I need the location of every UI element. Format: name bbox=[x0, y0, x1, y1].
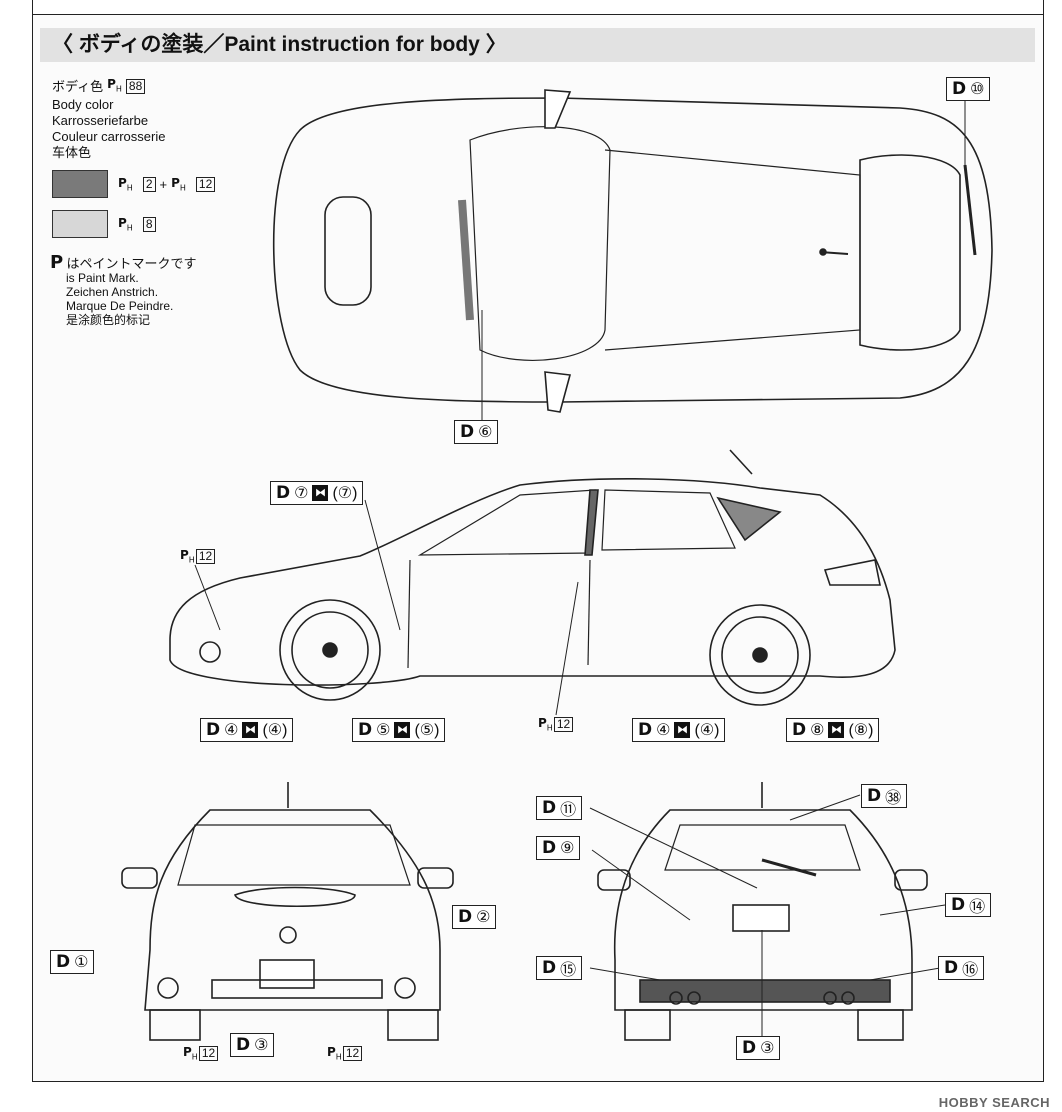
legend-line-de: Karrosseriefarbe bbox=[52, 113, 149, 129]
rear-view-drawing bbox=[589, 782, 946, 1041]
light-gray-swatch bbox=[52, 210, 108, 238]
sheet-top-border bbox=[32, 0, 1044, 14]
mirror-decal-icon: ⧓ bbox=[312, 485, 329, 501]
legend-line-en: Body color bbox=[52, 97, 114, 113]
mirror-decal-icon: ⧓ bbox=[828, 722, 845, 738]
body-color-code: 88 bbox=[125, 79, 146, 95]
mirror-decal-icon: ⧓ bbox=[394, 722, 411, 738]
paint-mark-jp: はペイントマークです bbox=[66, 256, 197, 271]
paint-mark-de: Zeichen Anstrich. bbox=[66, 285, 159, 299]
paint-mark-note: P はペイントマークです is Paint Mark. Zeichen Anst… bbox=[50, 254, 197, 328]
paint-mark-cn: 是涂颜色的标记 bbox=[66, 313, 151, 327]
side-view-drawing bbox=[169, 449, 896, 716]
watermark: HOBBY SEARCH bbox=[938, 1095, 1050, 1110]
legend-line-cn: 车体色 bbox=[52, 145, 92, 161]
front-view-drawing bbox=[121, 782, 454, 1041]
paint-mark-symbol: P bbox=[50, 252, 64, 273]
section-header: 〈 ボディの塗装／Paint instruction for body 〉 bbox=[40, 28, 1035, 62]
paint-mark-fr: Marque De Peindre. bbox=[66, 299, 174, 313]
legend-body-color-row: ボディ色 PH 88 bbox=[52, 76, 165, 97]
paint-code: 2 bbox=[142, 176, 156, 192]
paint-mark-icon: PH bbox=[118, 215, 133, 233]
section-title: 〈 ボディの塗装／Paint instruction for body 〉 bbox=[52, 33, 507, 56]
paint-mark-icon: PH bbox=[107, 77, 122, 94]
paint-mark-en: is Paint Mark. bbox=[66, 271, 139, 285]
body-color-jp: ボディ色 bbox=[52, 78, 104, 94]
mirror-decal-icon: ⧓ bbox=[242, 722, 259, 738]
legend-line-fr: Couleur carrosserie bbox=[52, 129, 166, 145]
body-color-legend: ボディ色 PH 88 Body color Karrosseriefarbe C… bbox=[52, 76, 165, 161]
mirror-decal-icon: ⧓ bbox=[674, 722, 691, 738]
paint-mark-icon: PH bbox=[118, 175, 133, 193]
top-view-drawing bbox=[272, 89, 993, 420]
paint-code: 8 bbox=[142, 216, 156, 232]
dark-gray-swatch bbox=[52, 170, 108, 198]
paint-mark-icon: PH bbox=[171, 175, 186, 193]
swatch-row-light: PH 8 bbox=[52, 210, 156, 238]
paint-code: 12 bbox=[195, 176, 216, 192]
swatch-row-dark: PH 2 + PH 12 bbox=[52, 170, 216, 198]
plus-sign: + bbox=[159, 176, 168, 192]
instruction-sheet bbox=[32, 14, 1044, 1082]
